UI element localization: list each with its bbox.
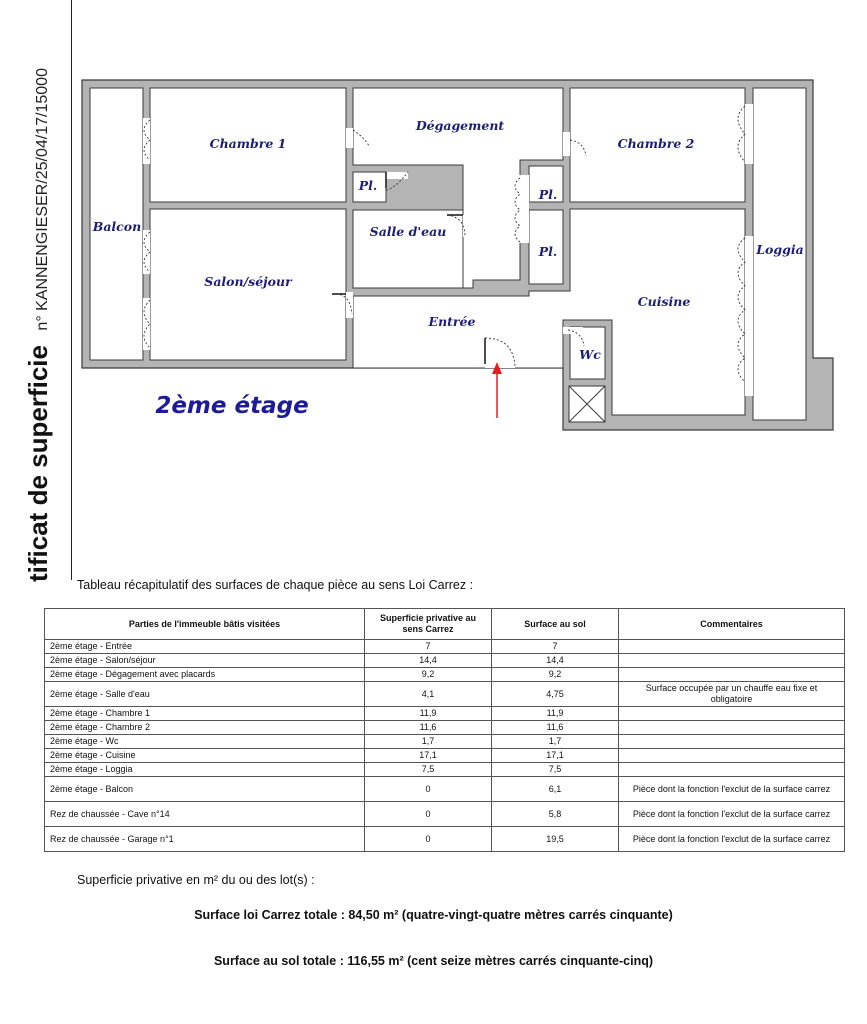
- room-label-loggia: Loggia: [755, 242, 803, 257]
- room-label-salon: Salon/séjour: [204, 274, 293, 289]
- table-caption: Tableau récapitulatif des surfaces de ch…: [77, 578, 474, 592]
- cell-comment: [618, 734, 845, 749]
- cell-room: 2ème étage - Chambre 2: [44, 720, 365, 735]
- cell-comment: [618, 667, 845, 682]
- room-label-balcon: Balcon: [92, 219, 141, 234]
- cell-room: 2ème étage - Loggia: [44, 762, 365, 777]
- cell-carrez: 0: [364, 776, 492, 802]
- room-label-wc: Wc: [579, 347, 601, 362]
- cell-carrez: 4,1: [364, 681, 492, 707]
- room-label-chambre2: Chambre 2: [618, 136, 695, 151]
- plan-walls: [81, 79, 834, 431]
- door-swings: [143, 105, 746, 383]
- cell-sol: 4,75: [491, 681, 619, 707]
- cell-comment: Surface occupée par un chauffe eau fixe …: [618, 681, 845, 707]
- cell-sol: 1,7: [491, 734, 619, 749]
- cell-room: Rez de chaussée - Cave n°14: [44, 801, 365, 827]
- cell-sol: 5,8: [491, 801, 619, 827]
- cell-sol: 7,5: [491, 762, 619, 777]
- cell-carrez: 17,1: [364, 748, 492, 763]
- cell-sol: 17,1: [491, 748, 619, 763]
- cell-carrez: 11,9: [364, 706, 492, 721]
- cell-carrez: 7,5: [364, 762, 492, 777]
- cell-room: Rez de chaussée - Garage n°1: [44, 826, 365, 852]
- cell-comment: Pièce dont la fonction l'exclut de la su…: [618, 776, 845, 802]
- cell-comment: [618, 639, 845, 654]
- cell-sol: 7: [491, 639, 619, 654]
- cell-room: 2ème étage - Chambre 1: [44, 706, 365, 721]
- total-sol: Surface au sol totale : 116,55 m² (cent …: [213, 954, 654, 968]
- cell-carrez: 0: [364, 801, 492, 827]
- entry-arrow: [492, 362, 502, 418]
- column-header: Parties de l'immeuble bâtis visitées: [44, 608, 365, 640]
- cell-room: 2ème étage - Wc: [44, 734, 365, 749]
- room-label-degagement: Dégagement: [415, 118, 505, 133]
- surface-table: Parties de l'immeuble bâtis visitées Sup…: [44, 608, 845, 852]
- cell-room: 2ème étage - Cuisine: [44, 748, 365, 763]
- cell-comment: Pièce dont la fonction l'exclut de la su…: [618, 826, 845, 852]
- cell-carrez: 0: [364, 826, 492, 852]
- cell-carrez: 1,7: [364, 734, 492, 749]
- room-label-salle-eau: Salle d'eau: [370, 224, 447, 239]
- cell-comment: [618, 748, 845, 763]
- cell-sol: 9,2: [491, 667, 619, 682]
- floor-label: 2ème étage: [155, 393, 308, 419]
- room-label-chambre1: Chambre 1: [210, 136, 287, 151]
- cell-carrez: 7: [364, 639, 492, 654]
- cell-comment: [618, 762, 845, 777]
- cell-sol: 11,9: [491, 706, 619, 721]
- room-label-placard: Pl.: [358, 178, 378, 193]
- side-divider: [71, 0, 72, 580]
- column-header: Commentaires: [618, 608, 845, 640]
- cell-room: 2ème étage - Salle d'eau: [44, 681, 365, 707]
- cell-room: 2ème étage - Entrée: [44, 639, 365, 654]
- cell-sol: 6,1: [491, 776, 619, 802]
- cell-room: 2ème étage - Balcon: [44, 776, 365, 802]
- room-label-cuisine: Cuisine: [638, 294, 691, 309]
- cell-room: 2ème étage - Dégagement avec placards: [44, 667, 365, 682]
- cell-sol: 11,6: [491, 720, 619, 735]
- room-label-entree: Entrée: [428, 314, 476, 329]
- room-label-placard: Pl.: [538, 187, 558, 202]
- cell-comment: [618, 706, 845, 721]
- column-header: Superficie privative au sens Carrez: [364, 608, 492, 640]
- column-header: Surface au sol: [491, 608, 619, 640]
- cell-sol: 14,4: [491, 653, 619, 668]
- cell-comment: Pièce dont la fonction l'exclut de la su…: [618, 801, 845, 827]
- superficie-label: Superficie privative en m² du ou des lot…: [77, 873, 315, 887]
- room-label-placard: Pl.: [538, 244, 558, 259]
- cell-carrez: 9,2: [364, 667, 492, 682]
- cell-comment: [618, 720, 845, 735]
- cell-carrez: 11,6: [364, 720, 492, 735]
- table-header-row: Parties de l'immeuble bâtis visitées Sup…: [44, 608, 845, 640]
- floor-plan: Chambre 1 Dégagement Chambre 2 Pl. Pl. P…: [81, 79, 834, 431]
- door-leaves: [332, 172, 486, 364]
- cell-room: 2ème étage - Salon/séjour: [44, 653, 365, 668]
- cell-comment: [618, 653, 845, 668]
- cell-carrez: 14,4: [364, 653, 492, 668]
- total-carrez: Surface loi Carrez totale : 84,50 m² (qu…: [194, 908, 673, 922]
- cell-sol: 19,5: [491, 826, 619, 852]
